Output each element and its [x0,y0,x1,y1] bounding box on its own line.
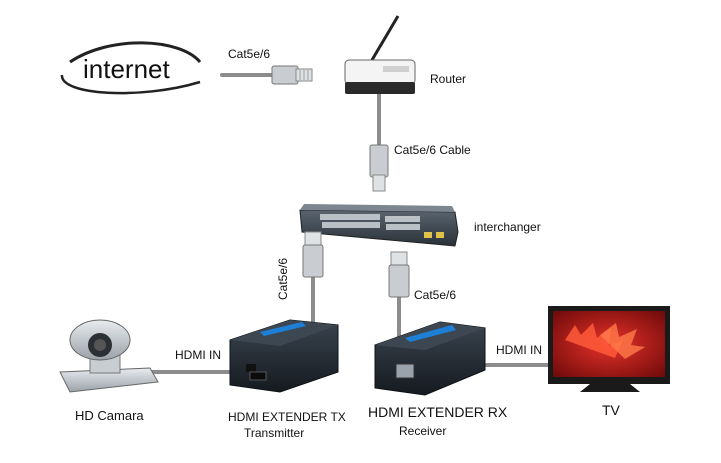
rx-label-line2: Receiver [399,424,447,438]
internet-label: internet [83,54,170,84]
cable-top-label: Cat5e/6 [228,47,271,61]
tx-label-line2: Transmitter [244,426,305,440]
camera-label: HD Camara [75,408,144,423]
tx-label-line1: HDMI EXTENDER TX [228,410,346,424]
ptz-camera-icon [59,319,159,393]
rx-label-line1: HDMI EXTENDER RX [368,404,508,420]
tv-icon [548,306,670,392]
hdmi-extender-tx-icon [229,319,339,393]
rj45-connector-icon [369,144,389,192]
cable-right-label: Cat5e/6 [414,288,457,302]
rj45-connector-icon [388,251,410,298]
hdmi-extender-rx-icon [374,321,486,396]
router-icon [344,15,416,94]
router-label: Router [430,72,467,86]
rj45-connector-icon [302,231,324,278]
cable-mid-label: Cat5e/6 Cable [394,143,471,157]
internet-cloud-icon [60,41,202,95]
hdmi-in-right-label: HDMI IN [496,343,542,357]
hdmi-in-left-label: HDMI IN [175,348,221,362]
rj45-connector-icon [271,65,313,85]
switch-label: interchanger [474,220,541,234]
tv-label: TV [602,402,620,418]
cable-left-label: Cat5e/6 [276,257,290,300]
network-switch-icon [299,204,459,247]
